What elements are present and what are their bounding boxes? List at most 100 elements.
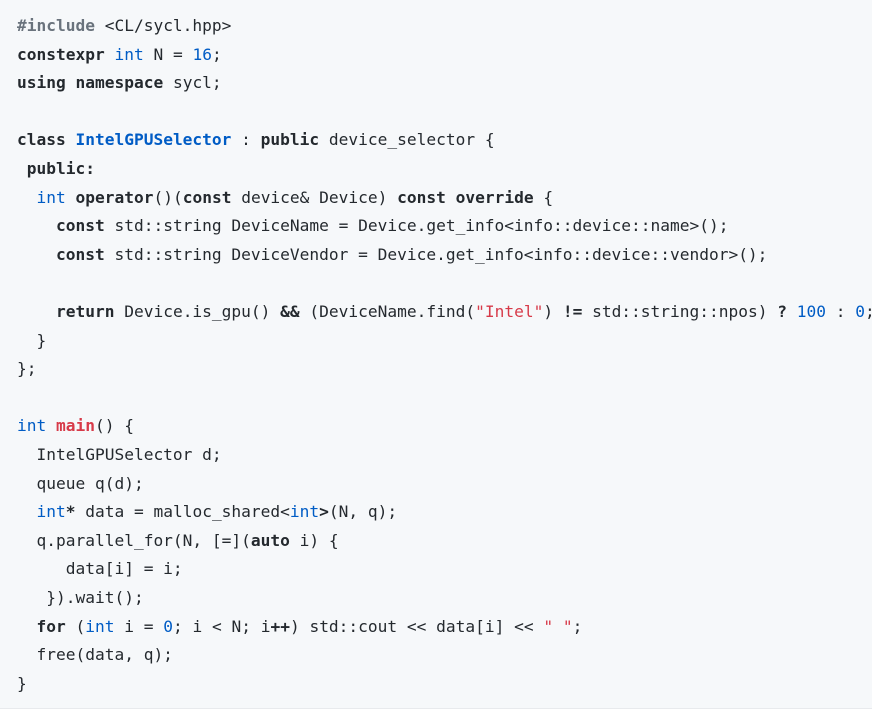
code-token bbox=[17, 245, 56, 264]
code-token: constexpr bbox=[17, 44, 105, 64]
code-line: }).wait(); bbox=[17, 588, 144, 608]
code-token: : bbox=[826, 302, 856, 321]
code-token: operator bbox=[75, 187, 154, 207]
code-token: sycl; bbox=[163, 73, 222, 93]
code-line: } bbox=[17, 331, 46, 351]
code-line: using namespace sycl; bbox=[17, 73, 222, 93]
code-token: ()( bbox=[153, 187, 183, 207]
code-token: <CL/sycl.hpp> bbox=[94, 16, 232, 35]
code-token: int bbox=[289, 502, 320, 522]
code-token: 0 bbox=[855, 302, 865, 321]
code-line: } bbox=[17, 674, 27, 694]
code-token bbox=[46, 416, 56, 435]
code-line: int* data = malloc_shared<int>(N, q); bbox=[17, 502, 398, 522]
code-token bbox=[17, 216, 56, 235]
code-token: namespace bbox=[75, 73, 164, 93]
code-token: (N, q); bbox=[328, 502, 398, 522]
code-line: class IntelGPUSelector : public device_s… bbox=[17, 130, 495, 150]
code-token: main bbox=[56, 416, 95, 436]
code-line: int main() { bbox=[17, 416, 134, 436]
code-token bbox=[17, 617, 37, 636]
code-line: #include <CL/sycl.hpp> bbox=[17, 16, 231, 36]
code-token: "Intel" bbox=[475, 302, 544, 321]
code-line: constexpr int N = 16; bbox=[17, 45, 222, 65]
code-token: const bbox=[397, 187, 446, 207]
code-line: const std::string DeviceName = Device.ge… bbox=[17, 216, 728, 236]
code-token: return bbox=[55, 302, 115, 321]
code-token: ) std::cout << data[i] << bbox=[289, 616, 544, 636]
code-token: " " bbox=[543, 616, 573, 636]
code-token bbox=[17, 188, 37, 207]
code-token: ; i < N; i bbox=[172, 616, 271, 636]
code-token bbox=[446, 188, 456, 207]
code-token: #include bbox=[17, 16, 95, 35]
code-token: ( bbox=[65, 616, 86, 636]
code-token: ; bbox=[865, 302, 872, 321]
code-line: q.parallel_for(N, [=](auto i) { bbox=[17, 530, 339, 551]
code-token: auto bbox=[250, 530, 290, 550]
code-token: ++ bbox=[270, 616, 290, 636]
code-token: std::string DeviceVendor = Device.get_in… bbox=[104, 244, 768, 264]
code-token bbox=[787, 302, 797, 321]
code-token: 16 bbox=[192, 44, 212, 64]
code-token: i = bbox=[114, 616, 164, 636]
code-token: std::string::npos) bbox=[582, 302, 778, 321]
code-token: * bbox=[65, 502, 76, 522]
code-token: Device.is_gpu() bbox=[114, 302, 281, 321]
code-token: device_selector { bbox=[319, 130, 495, 150]
code-token: int bbox=[36, 187, 66, 207]
code-line: return Device.is_gpu() && (DeviceName.fi… bbox=[17, 302, 872, 322]
code-token bbox=[66, 188, 76, 207]
code-token: }; bbox=[17, 359, 37, 379]
code-token bbox=[105, 45, 115, 64]
code-token: q.parallel_for(N, [=]( bbox=[17, 530, 251, 550]
code-token: using bbox=[17, 73, 66, 93]
code-token: const bbox=[55, 216, 105, 236]
code-token: int bbox=[36, 502, 66, 522]
code-line: public: bbox=[17, 159, 95, 179]
code-line: }; bbox=[17, 359, 37, 379]
code-token: N = bbox=[143, 44, 193, 64]
code-block-bottom-border bbox=[0, 708, 872, 709]
code-token: 0 bbox=[163, 616, 173, 636]
code-line: IntelGPUSelector d; bbox=[17, 445, 221, 465]
code-token: }).wait(); bbox=[17, 588, 144, 607]
code-token bbox=[17, 159, 27, 178]
code-token: ; bbox=[211, 44, 222, 64]
code-token bbox=[17, 302, 56, 321]
code-token: public bbox=[260, 130, 320, 150]
code-token: override bbox=[455, 187, 534, 207]
code-token: > bbox=[319, 502, 329, 522]
code-token: } bbox=[17, 673, 27, 693]
code-line: free(data, q); bbox=[17, 645, 173, 665]
code-token: free(data, q); bbox=[17, 645, 173, 665]
code-token: { bbox=[533, 187, 554, 207]
code-line: for (int i = 0; i < N; i++) std::cout <<… bbox=[17, 616, 583, 637]
code-token: () { bbox=[94, 416, 134, 436]
code-line: int operator()(const device& Device) con… bbox=[17, 187, 554, 208]
code-token: for bbox=[36, 616, 66, 636]
code-token: std::string DeviceName = Device.get_info… bbox=[104, 216, 729, 236]
code-token: device& Device) bbox=[231, 187, 398, 207]
code-token: int bbox=[85, 616, 115, 636]
code-token: ; bbox=[572, 616, 583, 636]
code-token: IntelGPUSelector bbox=[75, 130, 232, 150]
code-token: (DeviceName.find( bbox=[299, 302, 476, 321]
code-token: i) { bbox=[289, 530, 339, 550]
code-token: data[i] = i; bbox=[17, 559, 183, 579]
code-line: queue q(d); bbox=[17, 473, 144, 494]
code-token: int bbox=[114, 44, 144, 64]
code-token: ) bbox=[543, 302, 563, 321]
code-token: class bbox=[17, 130, 66, 150]
code-token: && bbox=[280, 302, 300, 321]
code-token: queue q(d); bbox=[17, 473, 144, 493]
code-line: data[i] = i; bbox=[17, 559, 183, 579]
code-token: const bbox=[55, 244, 105, 264]
code-block: #include <CL/sycl.hpp> constexpr int N = … bbox=[17, 16, 872, 694]
code-line: const std::string DeviceVendor = Device.… bbox=[17, 245, 767, 265]
code-token: const bbox=[182, 187, 232, 207]
code-token: data = malloc_shared< bbox=[75, 502, 290, 522]
code-token: int bbox=[17, 416, 47, 436]
code-token: ? bbox=[777, 302, 787, 321]
code-token: 100 bbox=[796, 302, 826, 321]
